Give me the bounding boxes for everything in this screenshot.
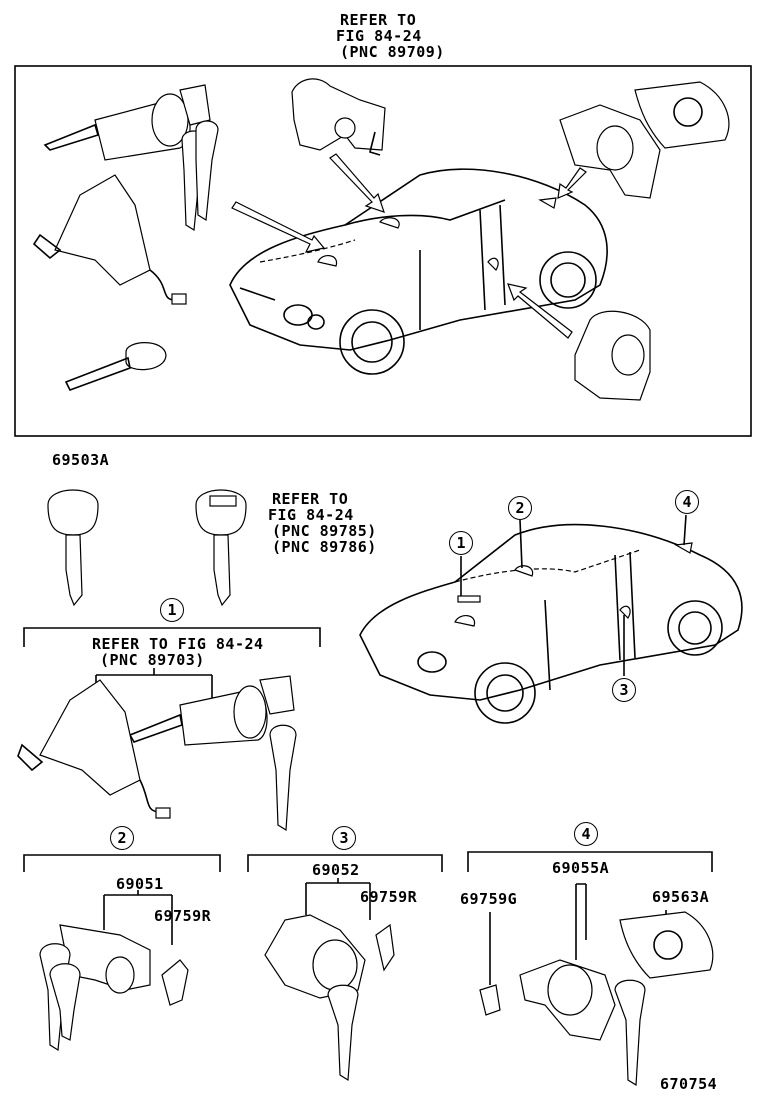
group3-part-sub: 69759R xyxy=(360,888,418,906)
key-refer-line4: (PNC 89786) xyxy=(272,538,377,556)
top-car-illustration xyxy=(229,168,608,375)
key-refer-line3: (PNC 89785) xyxy=(272,522,377,540)
group4-part-left: 69759G xyxy=(460,890,518,908)
key-illustrations xyxy=(47,489,247,607)
group-brackets xyxy=(23,627,713,985)
key-refer-line1: REFER TO xyxy=(272,490,349,508)
group4-part-right: 69563A xyxy=(652,888,710,906)
car-callout-4: 4 xyxy=(675,490,699,514)
group4-part-main: 69055A xyxy=(552,859,610,877)
top-trunk-lock-parts xyxy=(559,81,730,401)
group4-parts xyxy=(479,911,714,1087)
top-hood-lock-part xyxy=(291,78,386,156)
group1-callout: 1 xyxy=(160,598,184,622)
key-part-number: 69503A xyxy=(52,451,110,469)
group2-parts xyxy=(39,924,189,1052)
group2-part-main: 69051 xyxy=(116,875,164,893)
top-ignition-parts xyxy=(32,84,219,391)
group4-callout: 4 xyxy=(574,822,598,846)
group1-pnc: (PNC 89703) xyxy=(100,651,205,669)
key-refer-line2: FIG 84-24 xyxy=(268,506,354,524)
car-callout-3: 3 xyxy=(612,678,636,702)
top-refer-line2: FIG 84-24 xyxy=(336,27,422,45)
top-overview-frame xyxy=(14,65,752,437)
group2-part-sub: 69759R xyxy=(154,907,212,925)
group1-refer: REFER TO FIG 84-24 xyxy=(92,635,264,653)
top-refer-line1: REFER TO xyxy=(340,11,417,29)
car-callout-1: 1 xyxy=(449,531,473,555)
group3-callout: 3 xyxy=(332,826,356,850)
figure-number: 670754 xyxy=(660,1075,718,1093)
group1-parts xyxy=(17,675,297,832)
group2-callout: 2 xyxy=(110,826,134,850)
car-callout-2: 2 xyxy=(508,496,532,520)
top-refer-line3: (PNC 89709) xyxy=(340,43,445,61)
group3-part-main: 69052 xyxy=(312,861,360,879)
group3-parts xyxy=(264,914,395,1082)
top-callout-arrows xyxy=(231,153,587,339)
callout-car-illustration xyxy=(359,514,743,724)
